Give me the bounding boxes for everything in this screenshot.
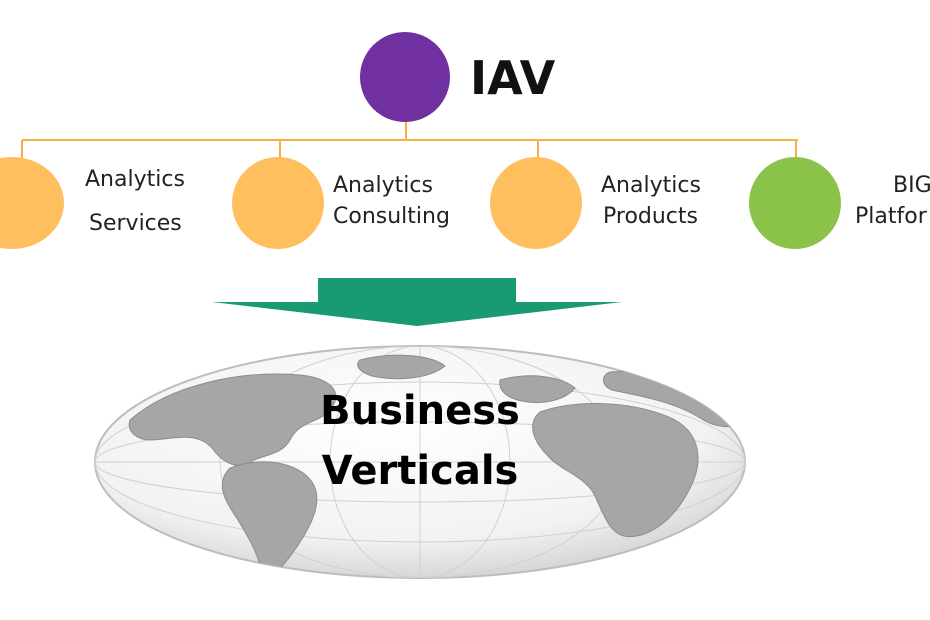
continents bbox=[128, 354, 741, 578]
europe-shape bbox=[499, 375, 576, 403]
branch-label-2-line2: Consulting bbox=[333, 204, 450, 229]
branch-label-4-line2: Platfor bbox=[855, 204, 927, 229]
connector-lines bbox=[21, 118, 798, 160]
root-node-circle bbox=[360, 32, 450, 122]
globe-title-line1: Business bbox=[320, 388, 520, 434]
branch-label-2-line1: Analytics bbox=[333, 173, 433, 198]
branch-label-1-line1: Analytics bbox=[85, 167, 185, 192]
greenland-shape bbox=[357, 354, 446, 380]
branch-node-circle-2 bbox=[232, 157, 324, 249]
globe-image bbox=[94, 345, 746, 579]
branch-label-1-line2: Services bbox=[89, 211, 182, 236]
africa-shape bbox=[532, 403, 699, 538]
down-arrow bbox=[212, 278, 622, 326]
root-node-title: IAV bbox=[470, 51, 556, 105]
branch-node-circle-4 bbox=[749, 157, 841, 249]
branch-label-3-line2: Products bbox=[603, 204, 698, 229]
branch-node-circle-3 bbox=[490, 157, 582, 249]
globe-title-line2: Verticals bbox=[321, 448, 519, 494]
north-america-shape bbox=[128, 373, 337, 466]
branch-label-4-line1: BIG bbox=[893, 173, 930, 198]
branch-label-3-line1: Analytics bbox=[601, 173, 701, 198]
